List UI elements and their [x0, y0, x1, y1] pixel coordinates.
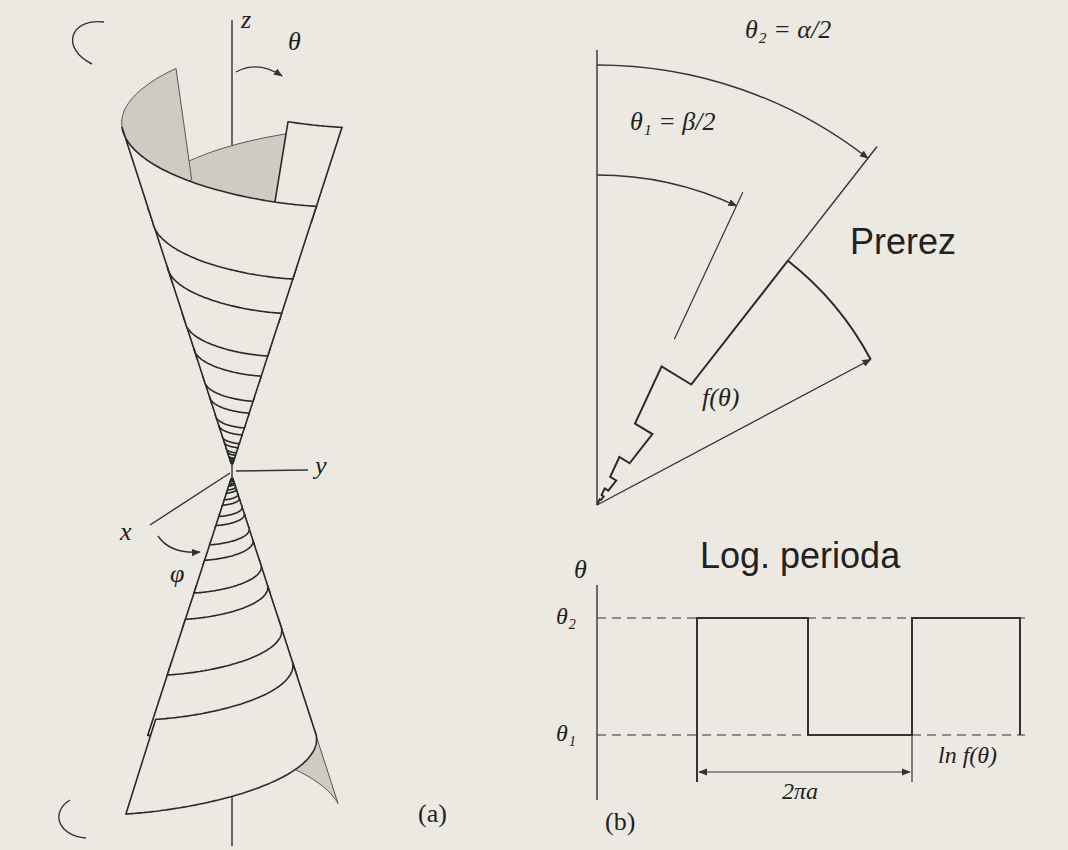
angle-arrow [597, 175, 737, 206]
spiral-band [219, 498, 242, 516]
spiral-band [210, 397, 250, 428]
panel-label: (b) [605, 808, 635, 837]
reference-line [596, 50, 597, 505]
dimension-label: 2πa [782, 778, 818, 804]
theta-axis [596, 585, 597, 800]
x-axis [150, 473, 230, 525]
phi-arrow [158, 536, 200, 552]
spiral-band [210, 514, 250, 545]
feed-arm [59, 800, 86, 838]
cross-section [597, 50, 877, 505]
level-label: θ₂ [556, 603, 576, 629]
spiral-band [219, 426, 242, 444]
extension-line [674, 192, 743, 339]
spiral-band [167, 267, 281, 356]
section-title: Log. perioda [700, 536, 900, 576]
angle-label: θ₁ = β/2 [630, 108, 716, 137]
spiral-band [167, 586, 281, 675]
stepped-profile [597, 261, 871, 505]
axis-label: y [315, 452, 327, 481]
feed-arm [73, 22, 104, 64]
axis-label: x [120, 518, 132, 547]
axis-label: θ [574, 556, 587, 585]
dimension-label: f(θ) [702, 384, 739, 413]
angle-label: φ [170, 560, 184, 589]
spiral-band [194, 349, 261, 401]
extension-line [911, 735, 912, 782]
angle-label: θ₂ = α/2 [745, 16, 831, 45]
radius-arrow [597, 360, 871, 506]
theta-arrow [236, 67, 282, 76]
period-dimension [699, 771, 910, 772]
y-axis [236, 470, 308, 471]
spiral-band [122, 128, 317, 280]
axis-label: ln f(θ) [938, 742, 997, 768]
angle-label: θ [288, 28, 301, 57]
axis-label: z [241, 6, 251, 35]
spiral-cones [122, 68, 343, 814]
section-title: Prerez [850, 222, 956, 262]
square-wave [697, 618, 1020, 782]
angle-arrow [597, 65, 868, 158]
level-label: θ₁ [556, 720, 576, 746]
spiral-band [227, 484, 235, 490]
panel-label: (a) [418, 800, 447, 829]
spiral-band [229, 481, 234, 485]
spiral-band [126, 663, 317, 814]
spiral-band [194, 541, 261, 593]
spiral-band [224, 489, 238, 500]
